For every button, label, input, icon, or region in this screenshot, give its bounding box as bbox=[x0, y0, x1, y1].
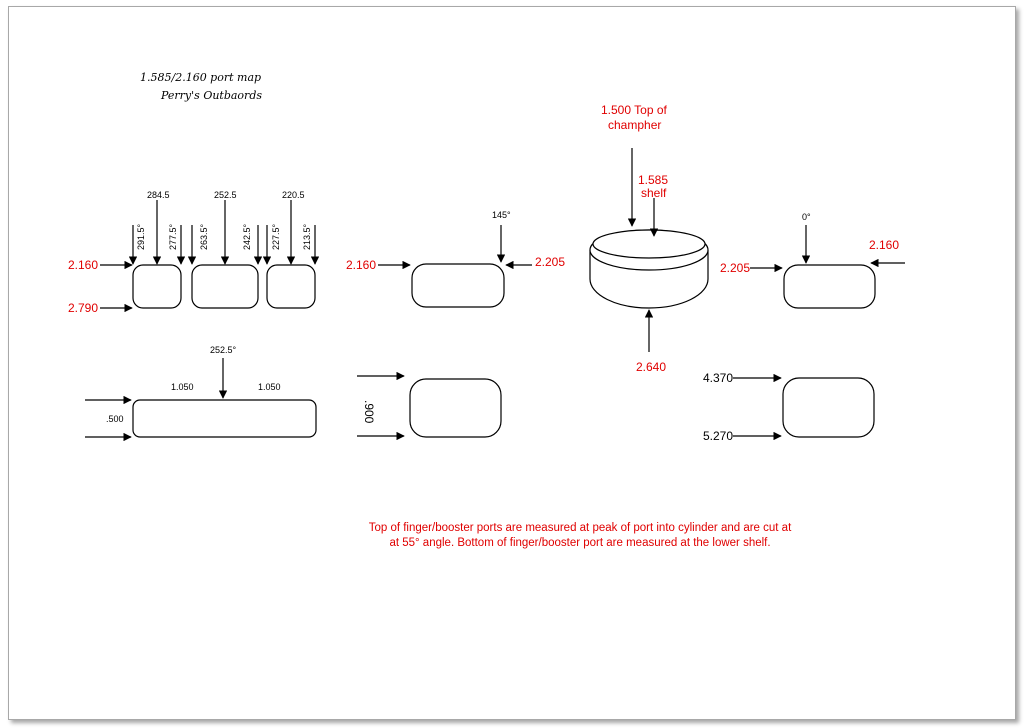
cylinder-drawing bbox=[589, 229, 709, 309]
bp-left-label: 2.160 bbox=[346, 258, 376, 272]
p2-angle-left: 263.5° bbox=[199, 223, 209, 250]
p1-angle-left: 291.5° bbox=[136, 223, 146, 250]
title-line1: 1.585/2.160 port map bbox=[140, 71, 261, 84]
cyl-shelf-line2: shelf bbox=[641, 186, 667, 200]
lower-right-port bbox=[782, 377, 875, 438]
ex-right-width: 1.050 bbox=[258, 382, 281, 392]
rp-right-label: 2.160 bbox=[869, 238, 899, 252]
booster-port bbox=[411, 263, 505, 308]
p3-angle-right: 213.5° bbox=[302, 223, 312, 250]
bp-right-label: 2.205 bbox=[535, 255, 565, 269]
ex-left-width: 1.050 bbox=[171, 382, 194, 392]
rp-left-label: 2.205 bbox=[720, 261, 750, 275]
p1-center-label: 284.5 bbox=[147, 190, 170, 200]
boost-side-port bbox=[409, 378, 502, 438]
p1-angle-right: 277.5° bbox=[168, 223, 178, 250]
p2-angle-right: 242.5° bbox=[242, 223, 252, 250]
note-line1: Top of finger/booster ports are measured… bbox=[369, 522, 792, 534]
bp-angle-label: 145° bbox=[492, 210, 511, 220]
cyl-chamfer-line2: champher bbox=[608, 118, 661, 132]
ex-height: .500 bbox=[106, 414, 124, 424]
finger-port-1 bbox=[132, 264, 182, 309]
ex-angle-label: 252.5° bbox=[210, 345, 237, 355]
finger-port-3 bbox=[266, 264, 316, 309]
fp-bottom-label: 2.790 bbox=[68, 301, 98, 315]
note-line2: at 55° angle. Bottom of finger/booster p… bbox=[389, 537, 770, 549]
page-frame bbox=[8, 6, 1016, 720]
rp-angle-label: 0° bbox=[802, 212, 811, 222]
p3-angle-left: 227.5° bbox=[271, 223, 281, 250]
title-line2: Perry's Outbaords bbox=[160, 89, 262, 102]
exhaust-port bbox=[132, 399, 317, 438]
cyl-shelf-line1: 1.585 bbox=[638, 173, 668, 187]
lr-bottom-label: 5.270 bbox=[703, 429, 733, 443]
p3-center-label: 220.5 bbox=[282, 190, 305, 200]
p2-center-label: 252.5 bbox=[214, 190, 237, 200]
fp-top-label: 2.160 bbox=[68, 258, 98, 272]
right-port bbox=[783, 264, 876, 309]
lr-top-label: 4.370 bbox=[703, 371, 733, 385]
cyl-chamfer-line1: 1.500 Top of bbox=[601, 103, 668, 117]
bs-height: .900 bbox=[362, 400, 376, 424]
cyl-bottom-label: 2.640 bbox=[636, 360, 666, 374]
finger-port-2 bbox=[191, 264, 259, 309]
